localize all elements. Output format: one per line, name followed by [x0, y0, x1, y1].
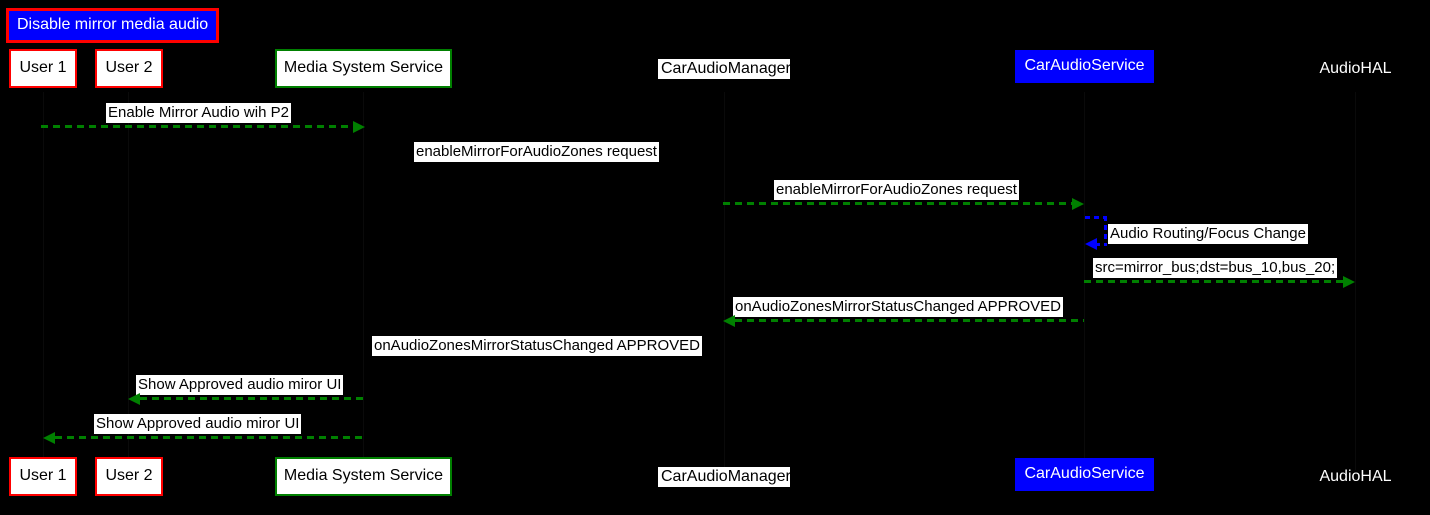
lifeline-car-audio-manager — [724, 92, 725, 470]
participant-car-audio-manager-top[interactable]: CarAudioManager — [658, 59, 791, 79]
message-arrowhead-on-audio-zones-mirror-status-changed-1 — [723, 315, 735, 327]
lifeline-user-1 — [43, 92, 44, 470]
participant-audio-hal-top[interactable]: AudioHAL — [1319, 60, 1392, 77]
message-label-on-audio-zones-mirror-status-changed-1: onAudioZonesMirrorStatusChanged APPROVED — [733, 297, 1064, 317]
participant-audio-hal-bottom[interactable]: AudioHAL — [1319, 468, 1392, 485]
self-message-top-segment — [1085, 216, 1107, 219]
message-arrowhead-show-approved-audio-mirror-ui-user-2 — [128, 393, 140, 405]
message-arrowhead-show-approved-audio-mirror-ui-user-1 — [43, 432, 55, 444]
participant-media-system-service-top[interactable]: Media System Service — [275, 49, 452, 88]
message-arrowhead-enable-mirror-for-audio-zones-request-2 — [1072, 198, 1084, 210]
participant-car-audio-service-top[interactable]: CarAudioService — [1015, 50, 1154, 83]
participant-user-2-bottom[interactable]: User 2 — [95, 457, 163, 496]
lifeline-user-2 — [128, 92, 129, 470]
participant-car-audio-manager-bottom[interactable]: CarAudioManager — [658, 467, 791, 487]
message-label-on-audio-zones-mirror-status-changed-2: onAudioZonesMirrorStatusChanged APPROVED — [372, 336, 703, 356]
lifeline-audio-hal — [1355, 92, 1356, 470]
message-label-show-approved-audio-mirror-ui-user-2: Show Approved audio miror UI — [136, 375, 344, 395]
message-label-enable-mirror-for-audio-zones-request-1: enableMirrorForAudioZones request — [414, 142, 659, 162]
message-label-show-approved-audio-mirror-ui-user-1: Show Approved audio miror UI — [94, 414, 302, 434]
message-arrow-show-approved-audio-mirror-ui-user-2 — [140, 397, 365, 400]
diagram-title: Disable mirror media audio — [6, 8, 220, 43]
message-arrow-src-dst-bus-routing — [1084, 280, 1343, 283]
participant-media-system-service-bottom[interactable]: Media System Service — [275, 457, 452, 496]
message-label-enable-mirror-for-audio-zones-request-2: enableMirrorForAudioZones request — [774, 180, 1019, 200]
participant-car-audio-service-bottom[interactable]: CarAudioService — [1015, 458, 1154, 491]
message-arrow-on-audio-zones-mirror-status-changed-1 — [735, 319, 1084, 322]
message-arrow-show-approved-audio-mirror-ui-user-1 — [55, 436, 365, 439]
message-arrow-enable-mirror-for-audio-zones-request-2 — [723, 202, 1072, 205]
message-arrowhead-enable-mirror-audio — [353, 121, 365, 133]
participant-user-1-top[interactable]: User 1 — [9, 49, 77, 88]
message-label-audio-routing-focus-change: Audio Routing/Focus Change — [1108, 224, 1308, 244]
message-label-src-dst-bus-routing: src=mirror_bus;dst=bus_10,bus_20; — [1093, 258, 1338, 278]
self-message-arrowhead — [1085, 238, 1097, 250]
self-message-bottom-segment — [1095, 243, 1107, 246]
self-message-right-segment — [1104, 216, 1107, 246]
message-label-enable-mirror-audio: Enable Mirror Audio wih P2 — [106, 103, 291, 123]
participant-user-2-top[interactable]: User 2 — [95, 49, 163, 88]
lifeline-media-system-service — [363, 92, 364, 470]
participant-user-1-bottom[interactable]: User 1 — [9, 457, 77, 496]
message-arrow-enable-mirror-audio — [41, 125, 353, 128]
message-arrowhead-src-dst-bus-routing — [1343, 276, 1355, 288]
